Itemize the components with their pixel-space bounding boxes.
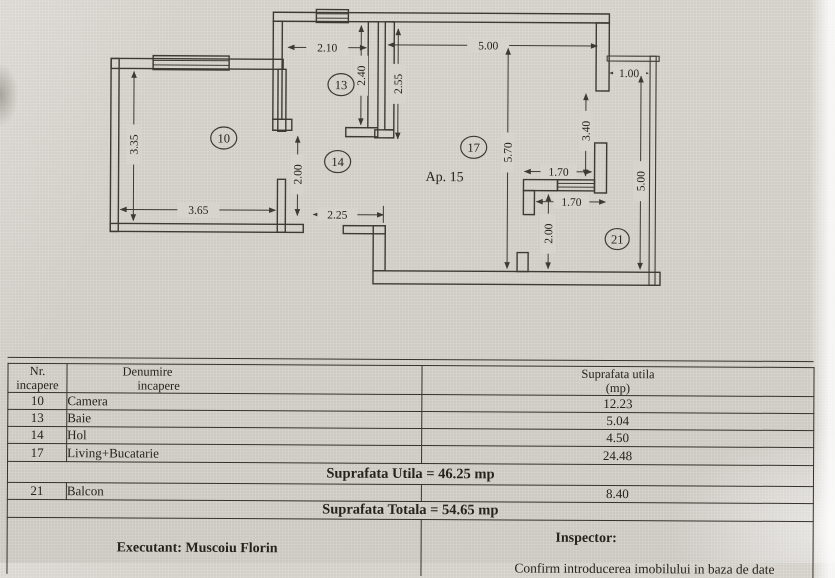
svg-text:5.00: 5.00 <box>478 40 498 52</box>
cell-room-area: 12.23 <box>422 395 814 414</box>
header-nr-line2: incapere <box>16 378 58 392</box>
svg-text:10: 10 <box>217 131 230 145</box>
dim-hol-width: 2.25 <box>313 205 383 222</box>
dim-living-width: 5.00 <box>388 38 597 53</box>
balcony-thin-wall-right <box>649 56 656 285</box>
dim-camera-width: 3.65 <box>120 202 275 217</box>
inspector-cell: Inspector: Confirm introducerea imobilul… <box>421 520 813 578</box>
signatures-row: Executant: Muscoiu Florin Inspector: Con… <box>7 517 813 578</box>
header-suprafata-line1: Suprafata utila <box>581 367 654 381</box>
svg-text:1.70: 1.70 <box>561 197 581 209</box>
areas-table: Nr. incapere Denumire incapere Suprafata… <box>6 363 814 578</box>
svg-text:1.00: 1.00 <box>619 68 639 80</box>
table-header-row: Nr. incapere Denumire incapere Suprafata… <box>8 363 814 396</box>
cell-room-name: Baie <box>67 410 422 429</box>
dim-baie-width: 2.10 <box>288 40 366 54</box>
header-nr-line1: Nr. <box>30 364 46 378</box>
svg-text:5.70: 5.70 <box>503 142 515 162</box>
cell-room-name: Camera <box>67 393 422 412</box>
cell-room-area: 5.04 <box>422 412 814 431</box>
dim-balcon-window-upper: 1.70 <box>525 165 592 179</box>
dim-balcon-door-height: 2.00 <box>541 195 555 269</box>
svg-text:3.40: 3.40 <box>581 121 593 141</box>
cell-room-number: 14 <box>8 426 67 443</box>
plan-walls <box>110 11 661 285</box>
svg-text:2.00: 2.00 <box>543 223 555 243</box>
apartment-label: Ap. 15 <box>425 170 463 185</box>
svg-text:17: 17 <box>467 141 480 155</box>
svg-text:2.55: 2.55 <box>393 74 405 94</box>
room-marker-living: 17 <box>461 136 487 158</box>
svg-text:2.10: 2.10 <box>317 42 337 54</box>
cell-room-number: 10 <box>8 392 67 409</box>
dim-balcon-height: 5.00 <box>633 76 648 269</box>
header-denumire-incapere: Denumire incapere <box>67 364 422 395</box>
header-suprafata-line2: (mp) <box>606 381 630 395</box>
window-symbol-baie <box>316 9 348 22</box>
inspector-label: Inspector: <box>422 530 813 548</box>
svg-text:3.35: 3.35 <box>129 134 141 154</box>
table-top-double-line <box>8 357 814 362</box>
svg-text:5.00: 5.00 <box>635 171 647 191</box>
svg-text:13: 13 <box>335 78 348 92</box>
svg-text:2.40: 2.40 <box>356 65 368 85</box>
window-symbol-balcon <box>557 180 594 191</box>
cell-room-name: Hol <box>67 427 422 446</box>
dim-baie-height: 2.40 <box>354 26 369 125</box>
cell-room-name: Living+Bucatarie <box>67 444 422 464</box>
executant-cell: Executant: Muscoiu Florin <box>7 517 421 576</box>
executant-label: Executant: Muscoiu Florin <box>8 540 421 558</box>
dim-balcon-top-width: 1.00 <box>610 66 648 80</box>
dim-living-height: 5.70 <box>500 48 515 268</box>
dim-camera-height: 3.35 <box>126 71 141 220</box>
svg-text:2.00: 2.00 <box>292 164 304 184</box>
scanned-document-page: 2.10 5.00 1.00 1.70 1.70 3.65 <box>0 0 835 563</box>
svg-text:3.65: 3.65 <box>188 205 208 217</box>
dim-balcon-window-lower: 1.70 <box>536 195 605 209</box>
balcony-thin-wall-top <box>607 56 659 61</box>
svg-text:2.25: 2.25 <box>327 210 347 222</box>
svg-text:1.70: 1.70 <box>548 167 568 179</box>
svg-text:14: 14 <box>331 155 344 169</box>
dim-camera-door-height: 2.00 <box>290 136 304 215</box>
cell-room-number: 13 <box>8 409 67 426</box>
dim-balcon-opening-height: 3.40 <box>579 94 593 176</box>
cell-room-area: 4.50 <box>422 429 814 448</box>
header-suprafata-utila: Suprafata utila (mp) <box>422 366 814 397</box>
cell-room-number: 21 <box>7 482 66 499</box>
document-content: 2.10 5.00 1.00 1.70 1.70 3.65 <box>0 0 835 565</box>
svg-text:21: 21 <box>611 233 624 247</box>
room-marker-baie: 13 <box>328 74 354 96</box>
room-marker-balcon: 21 <box>605 228 629 249</box>
cell-room-number: 17 <box>8 443 67 461</box>
window-symbol-camera <box>153 56 229 70</box>
areas-table-section: Nr. incapere Denumire incapere Suprafata… <box>6 357 813 578</box>
header-denumire-line2: incapere <box>67 378 421 394</box>
header-nr-incapere: Nr. incapere <box>8 363 67 392</box>
room-marker-hol: 14 <box>325 151 351 173</box>
cell-room-area: 8.40 <box>421 485 813 504</box>
floor-plan-drawing: 2.10 5.00 1.00 1.70 1.70 3.65 <box>0 0 835 354</box>
cell-room-name: Balcon <box>66 483 421 502</box>
cell-room-area: 24.48 <box>422 446 814 466</box>
room-marker-camera: 10 <box>211 127 237 149</box>
